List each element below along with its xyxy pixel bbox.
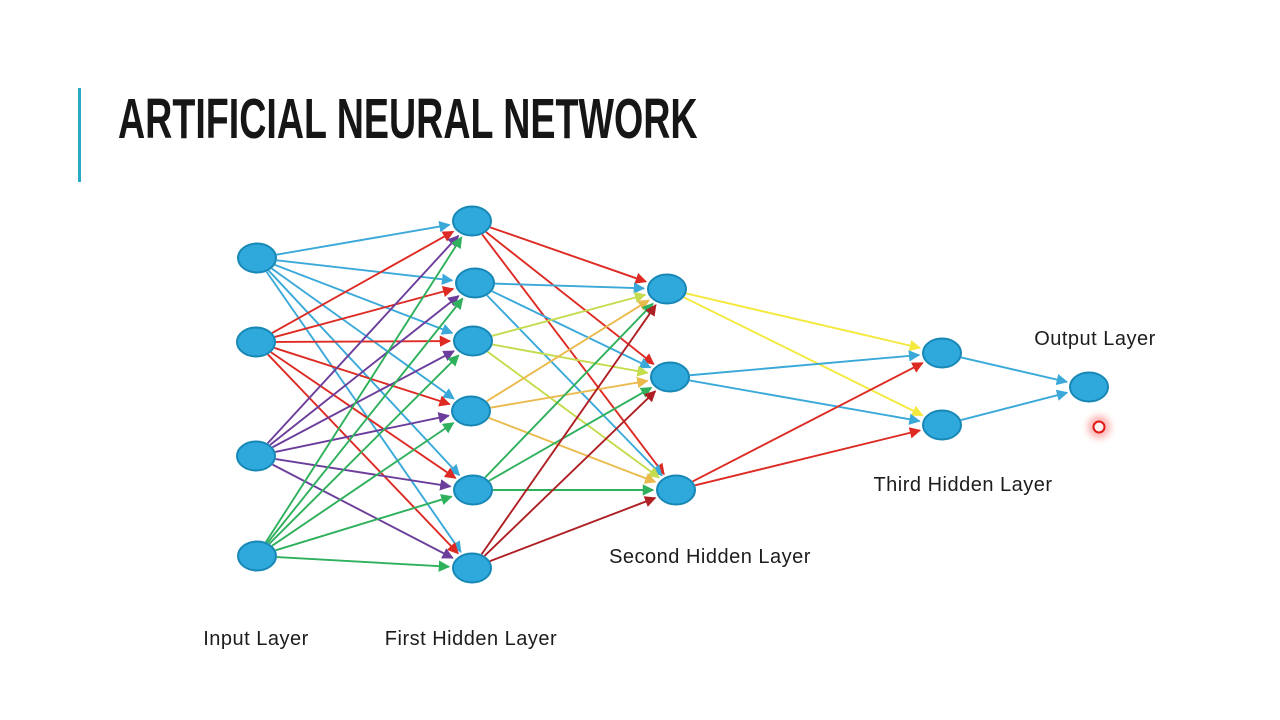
neuron-node [452, 552, 492, 584]
neuron-node [922, 337, 962, 369]
connection-edge [276, 556, 451, 572]
connection-edge [488, 417, 657, 484]
connection-edge [489, 496, 657, 563]
connection-edge [960, 356, 1069, 386]
connection-edge [689, 350, 921, 377]
neuron-node [656, 474, 696, 506]
connection-edge [269, 295, 460, 446]
label-output-layer: Output Layer [1034, 328, 1156, 350]
neuron-node [650, 361, 690, 393]
neuron-node [237, 540, 277, 572]
connection-edge [271, 422, 455, 547]
connection-edge [488, 386, 653, 482]
connection-edge [480, 304, 657, 555]
neuron-node [236, 326, 276, 358]
connection-edge [270, 351, 457, 479]
title-accent-bar [78, 88, 81, 182]
connection-edge [692, 362, 924, 483]
neuron-node [647, 273, 687, 305]
connection-edge [694, 427, 922, 487]
neuron-node [451, 395, 491, 427]
connection-edge [485, 231, 655, 365]
connection-edge [272, 463, 454, 559]
neuron-node [453, 474, 493, 506]
connection-edge [494, 282, 646, 294]
connection-edge [960, 389, 1069, 422]
connection-edge [486, 350, 661, 479]
connection-edge [267, 353, 459, 555]
neuron-node [453, 325, 493, 357]
connection-edge [491, 290, 652, 369]
connection-edge [491, 291, 647, 337]
neuron-node [922, 409, 962, 441]
neuron-node [1069, 371, 1109, 403]
connection-edge [266, 234, 460, 445]
neuron-node [237, 242, 277, 274]
connection-edge [483, 390, 657, 557]
connection-edge [275, 335, 452, 347]
connection-edge [272, 350, 455, 449]
connection-edge [265, 236, 463, 543]
label-input-layer: Input Layer [203, 628, 309, 650]
label-first-hidden-layer: First Hidden Layer [384, 628, 558, 650]
connection-edge [492, 343, 649, 377]
connection-edge [266, 297, 464, 544]
connection-edge [689, 379, 921, 425]
connection-edge [275, 458, 452, 491]
connection-edge [274, 263, 454, 335]
connection-edge [268, 354, 460, 545]
connection-edge [274, 347, 451, 407]
connection-edge [489, 226, 648, 284]
connection-edge [271, 230, 455, 334]
connection-edge [276, 259, 454, 285]
connection-edge [683, 296, 924, 417]
connection-edge [271, 267, 455, 400]
connection-edge [481, 233, 665, 476]
connection-edge [274, 286, 455, 338]
connection-edge [490, 376, 649, 409]
connection-edge [275, 494, 453, 552]
neuron-node [455, 267, 495, 299]
connection-edge [685, 292, 922, 352]
neuron-node [236, 440, 276, 472]
label-third-hidden-layer: Third Hidden Layer [873, 474, 1053, 496]
connection-edge [276, 220, 451, 256]
connection-edge [275, 412, 450, 453]
slide-title: ARTIFICIAL NEURAL NETWORK [118, 87, 698, 151]
laser-pointer-dot [1092, 420, 1106, 434]
neuron-node [452, 205, 492, 237]
connection-edge [484, 302, 654, 479]
connection-edge [267, 269, 461, 477]
connection-edge [486, 299, 650, 403]
label-second-hidden-layer: Second Hidden Layer [609, 546, 811, 568]
